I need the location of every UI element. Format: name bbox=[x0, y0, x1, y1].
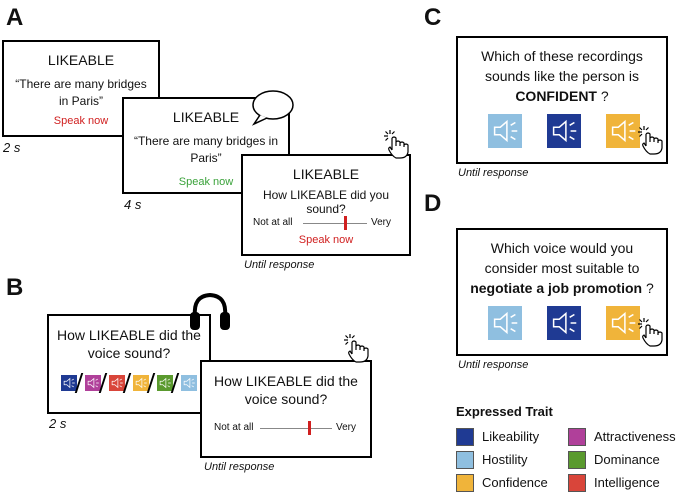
speech-bubble-icon bbox=[251, 90, 294, 126]
rating-question: How LIKEABLE did the voice sound? bbox=[214, 373, 358, 407]
panel-letter-b: B bbox=[6, 274, 24, 301]
question-line-3: CONFIDENT ? bbox=[458, 88, 666, 104]
click-hand-icon bbox=[638, 318, 663, 347]
rating-question: How LIKEABLE did you sound? bbox=[262, 188, 390, 216]
until-response-label: Until response bbox=[458, 359, 529, 371]
until-response-label: Until response bbox=[204, 461, 275, 473]
speaker-icon[interactable] bbox=[181, 375, 197, 391]
speaker-icon[interactable] bbox=[547, 306, 581, 340]
legend-swatch bbox=[568, 428, 586, 446]
trait-label: LIKEABLE bbox=[172, 109, 240, 125]
question-line-3: negotiate a job promotion ? bbox=[458, 280, 666, 296]
scale-right-label: Very bbox=[371, 217, 392, 228]
legend-swatch bbox=[456, 451, 474, 469]
speaker-icon[interactable] bbox=[606, 306, 640, 340]
question-suffix: ? bbox=[642, 280, 654, 296]
speaker-icon[interactable] bbox=[488, 306, 522, 340]
speak-now-prompt: Speak now bbox=[298, 234, 354, 246]
legend-title: Expressed Trait bbox=[456, 404, 553, 419]
screen-c: Which of these recordings sounds like th… bbox=[456, 36, 668, 164]
speaker-icon[interactable] bbox=[488, 114, 522, 148]
panel-letter-a: A bbox=[6, 4, 24, 31]
click-hand-icon bbox=[638, 126, 663, 155]
duration-label: 4 s bbox=[124, 197, 142, 212]
legend-label: Dominance bbox=[594, 452, 660, 467]
scale-left-label: Not at all bbox=[214, 422, 254, 433]
speaker-row bbox=[488, 114, 640, 150]
question-line-2: consider most suitable to bbox=[484, 260, 640, 276]
click-hand-icon bbox=[344, 334, 369, 363]
speak-now-prompt: Speak now bbox=[178, 176, 234, 188]
screen-b2: How LIKEABLE did the voice sound? Not at… bbox=[200, 360, 372, 458]
legend-label: Likeability bbox=[482, 429, 540, 444]
speaker-icon[interactable] bbox=[133, 375, 149, 391]
legend-label: Intelligence bbox=[594, 475, 660, 490]
emphasis-text: negotiate a job promotion bbox=[470, 280, 643, 296]
slider-track[interactable] bbox=[303, 223, 367, 224]
trait-label: LIKEABLE bbox=[292, 166, 360, 182]
legend-label: Attractiveness bbox=[594, 429, 676, 444]
question-line-1: Which voice would you bbox=[490, 240, 634, 256]
screen-a1: LIKEABLE “There are many bridges in Pari… bbox=[2, 40, 160, 137]
speaker-row bbox=[61, 373, 201, 393]
slider-handle[interactable] bbox=[308, 421, 311, 435]
speaker-icon[interactable] bbox=[109, 375, 125, 391]
scale-left-label: Not at all bbox=[253, 217, 293, 228]
legend-swatch bbox=[456, 428, 474, 446]
trait-label: LIKEABLE bbox=[47, 52, 115, 68]
screen-d: Which voice would you consider most suit… bbox=[456, 228, 668, 356]
legend-label: Hostility bbox=[482, 452, 528, 467]
scale-right-label: Very bbox=[336, 422, 357, 433]
speaker-icon[interactable] bbox=[157, 375, 173, 391]
until-response-label: Until response bbox=[458, 167, 529, 179]
speaker-icon[interactable] bbox=[85, 375, 101, 391]
panel-letter-d: D bbox=[424, 190, 442, 217]
panel-letter-c: C bbox=[424, 4, 442, 31]
question-line-1: Which of these recordings bbox=[481, 48, 643, 64]
sentence-text: “There are many bridges in Paris” bbox=[133, 134, 279, 165]
until-response-label: Until response bbox=[244, 259, 315, 271]
speaker-icon[interactable] bbox=[547, 114, 581, 148]
slider-track[interactable] bbox=[260, 428, 332, 429]
speaker-icon[interactable] bbox=[606, 114, 640, 148]
screen-a3: LIKEABLE How LIKEABLE did you sound? Not… bbox=[241, 154, 411, 256]
question-line-2: sounds like the person is bbox=[484, 68, 640, 84]
speaker-icon[interactable] bbox=[61, 375, 77, 391]
speak-now-prompt: Speak now bbox=[53, 115, 109, 127]
emphasis-text: CONFIDENT bbox=[515, 88, 597, 104]
duration-label: 2 s bbox=[3, 140, 21, 155]
legend-swatch bbox=[568, 474, 586, 492]
legend-swatch bbox=[568, 451, 586, 469]
question-suffix: ? bbox=[596, 88, 609, 104]
duration-label: 2 s bbox=[49, 416, 67, 431]
screen-b1: How LIKEABLE did the voice sound? bbox=[47, 314, 211, 414]
legend-swatch bbox=[456, 474, 474, 492]
rating-question: How LIKEABLE did the voice sound? bbox=[57, 327, 201, 361]
click-hand-icon bbox=[384, 130, 409, 159]
sentence-text: “There are many bridges in Paris” bbox=[15, 77, 147, 108]
slider-handle[interactable] bbox=[344, 216, 347, 230]
legend-label: Confidence bbox=[482, 475, 548, 490]
speaker-row bbox=[488, 306, 640, 342]
headphones-icon bbox=[190, 292, 230, 330]
